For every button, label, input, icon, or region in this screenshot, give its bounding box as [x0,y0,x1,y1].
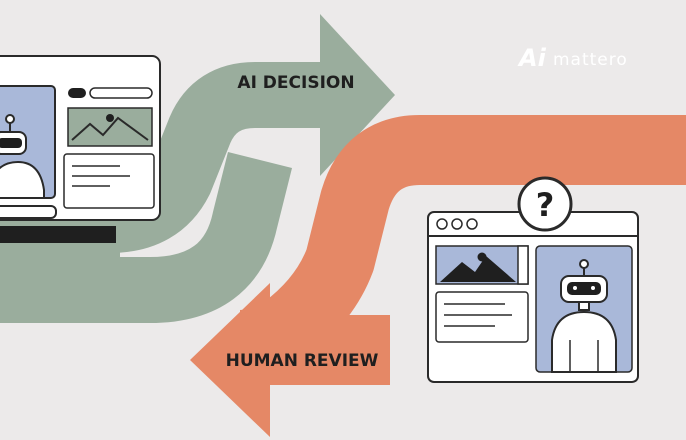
window-dot-3 [466,218,478,230]
brand-logo-mark: Ai [517,44,547,72]
question-mark-icon: ? [517,176,573,232]
human-review-arrow: HUMAN REVIEW [190,115,686,437]
mountain-image-icon [440,245,529,285]
mountain-image-icon [71,114,149,141]
question-mark-text: ? [536,186,555,224]
window-dot-2 [451,218,463,230]
robot-icon [551,259,617,373]
window-dot-1 [436,218,448,230]
robot-icon [0,114,45,199]
human-review-label: HUMAN REVIEW [226,351,379,371]
right-browser-window [427,211,639,383]
brand-logo: Ai mattero [517,44,628,72]
brand-logo-word: mattero [553,50,628,70]
ai-decision-label: AI DECISION [237,73,354,93]
left-browser-window [0,55,161,243]
